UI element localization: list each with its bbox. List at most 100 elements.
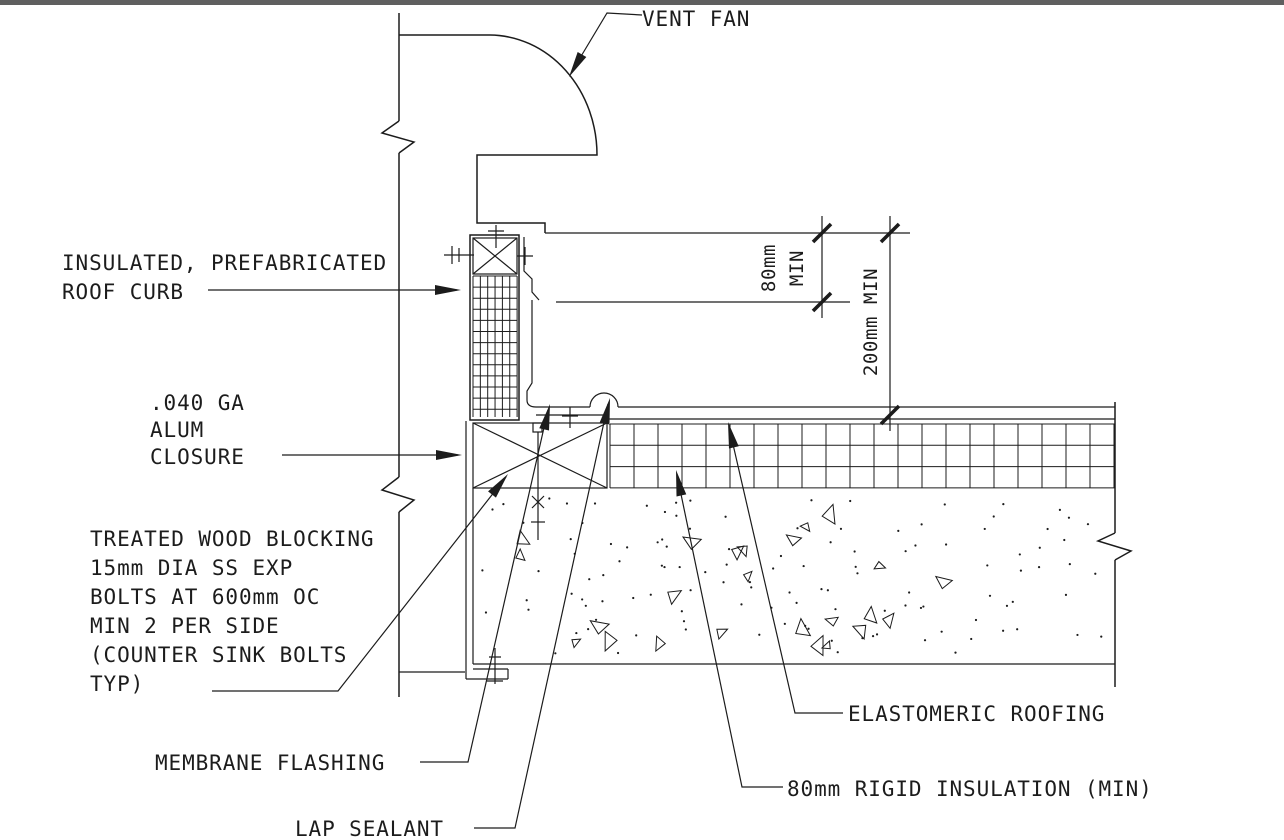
- stipple-dot: [1019, 569, 1023, 572]
- vent-fan-outline: [399, 34, 598, 233]
- stipple-triangle-icon: [810, 634, 824, 657]
- stipple-dot: [1058, 508, 1061, 511]
- stipple-dot: [1067, 516, 1071, 519]
- leader-vent-fan: [569, 12, 643, 77]
- label-alum-closure: CLOSURE: [150, 445, 245, 469]
- label-alum-closure: ALUM: [150, 418, 204, 442]
- stipple-dot: [684, 628, 687, 631]
- stipple-dot: [581, 598, 584, 601]
- stipple-dot: [689, 589, 692, 592]
- leader-alum-closure: [282, 450, 462, 460]
- leader-arrowhead-icon: [676, 470, 687, 497]
- curb-top-bolt-icon: [488, 225, 504, 248]
- label-alum-closure: .040 GA: [150, 391, 245, 415]
- leader-arrowhead-icon: [599, 398, 610, 425]
- stipple-dot: [807, 627, 810, 630]
- stipple-dot: [725, 563, 728, 566]
- stipple-dot: [661, 538, 664, 541]
- stipple-dot: [632, 596, 635, 600]
- stipple-dot: [609, 542, 613, 546]
- stipple-dot: [849, 499, 852, 503]
- stipple-dot: [772, 567, 775, 570]
- stipple-dot: [1037, 566, 1041, 569]
- label-vent-fan: VENT FAN: [642, 7, 750, 31]
- stipple-triangle-icon: [795, 617, 812, 637]
- alum-closure: [465, 421, 509, 684]
- label-rigid-insulation: 80mm RIGID INSULATION (MIN): [787, 777, 1153, 801]
- stipple-dot: [491, 508, 494, 511]
- concrete-stipple-texture: [481, 497, 1103, 657]
- stipple-dot: [680, 610, 683, 613]
- stipple-dot: [724, 515, 727, 518]
- stipple-dot: [618, 560, 621, 563]
- stipple-dot: [839, 527, 843, 530]
- stipple-dot: [1063, 538, 1066, 542]
- dim-text-80mm: 80mm: [758, 244, 780, 292]
- stipple-triangle-icon: [863, 605, 878, 624]
- stipple-dot: [1002, 502, 1005, 506]
- stipple-dot: [1046, 527, 1049, 531]
- rigid-insulation-hatch: [609, 423, 1115, 489]
- dim-tick-icon: [811, 222, 833, 244]
- stipple-dot: [802, 564, 805, 568]
- stipple-dot: [575, 631, 578, 635]
- stipple-dot: [974, 618, 978, 622]
- stipple-dot: [919, 606, 923, 610]
- stipple-dot: [602, 574, 605, 577]
- stipple-dot: [988, 594, 992, 597]
- stipple-triangle-icon: [589, 620, 611, 635]
- label-wood-blocking: TYP): [90, 672, 144, 696]
- stipple-dot: [853, 550, 856, 553]
- label-lap-sealant: LAP SEALANT: [295, 817, 444, 840]
- stipple-dot: [897, 529, 900, 533]
- stipple-triangle-icon: [667, 590, 683, 606]
- wall-line: [380, 13, 465, 697]
- stipple-dot: [525, 599, 528, 602]
- stipple-triangle-icon: [823, 616, 840, 627]
- stipple-dot: [548, 497, 551, 500]
- stipple-dot: [954, 651, 957, 654]
- stipple-dot: [796, 527, 799, 530]
- stipple-dot: [834, 608, 837, 611]
- stipple-dot: [675, 514, 678, 517]
- stipple-dot: [1076, 633, 1079, 637]
- roof-assembly: [472, 402, 1133, 687]
- stipple-dot: [660, 564, 663, 567]
- deck-right-edge: [1095, 402, 1133, 687]
- stipple-dot: [663, 565, 666, 569]
- label-wood-blocking: TREATED WOOD BLOCKING: [90, 527, 374, 551]
- label-membrane-flashing: MEMBRANE FLASHING: [155, 751, 385, 775]
- label-wood-blocking: BOLTS AT 600mm OC: [90, 585, 320, 609]
- stipple-dot: [826, 589, 829, 592]
- stipple-dot: [914, 544, 917, 547]
- stipple-triangle-icon: [515, 547, 526, 562]
- leader-membrane-flashing: [420, 404, 550, 763]
- leader-arrowhead-icon: [539, 404, 550, 431]
- leader-arrowhead-icon: [728, 422, 739, 449]
- stipple-dot: [1094, 572, 1097, 575]
- stipple-dot: [1068, 563, 1071, 566]
- deck-break-icon: [1095, 532, 1133, 561]
- stipple-dot: [829, 541, 832, 544]
- stipple-triangle-icon: [730, 545, 745, 562]
- stipple-triangle-icon: [785, 534, 803, 547]
- stipple-dot: [970, 637, 973, 641]
- stipple-dot: [1005, 604, 1009, 607]
- stipple-dot: [810, 499, 813, 502]
- stipple-dot: [584, 604, 587, 607]
- wall-break-icon: [380, 120, 416, 154]
- label-roof-curb: ROOF CURB: [62, 280, 184, 304]
- label-roof-curb: INSULATED, PREFABRICATED: [62, 251, 387, 275]
- dim-tick-icon: [879, 222, 901, 244]
- leader-arrowhead-icon: [488, 474, 508, 498]
- stipple-dot: [836, 651, 839, 654]
- stipple-dot: [748, 581, 752, 584]
- stipple-dot: [904, 550, 907, 553]
- stipple-dot: [904, 604, 907, 607]
- stipple-dot: [593, 502, 597, 505]
- stipple-dot: [678, 565, 681, 569]
- stipple-dot: [527, 608, 530, 611]
- dim-text-200mm-min: 200mm MIN: [860, 268, 882, 376]
- stipple-dot: [645, 504, 648, 507]
- stipple-dot: [481, 569, 484, 572]
